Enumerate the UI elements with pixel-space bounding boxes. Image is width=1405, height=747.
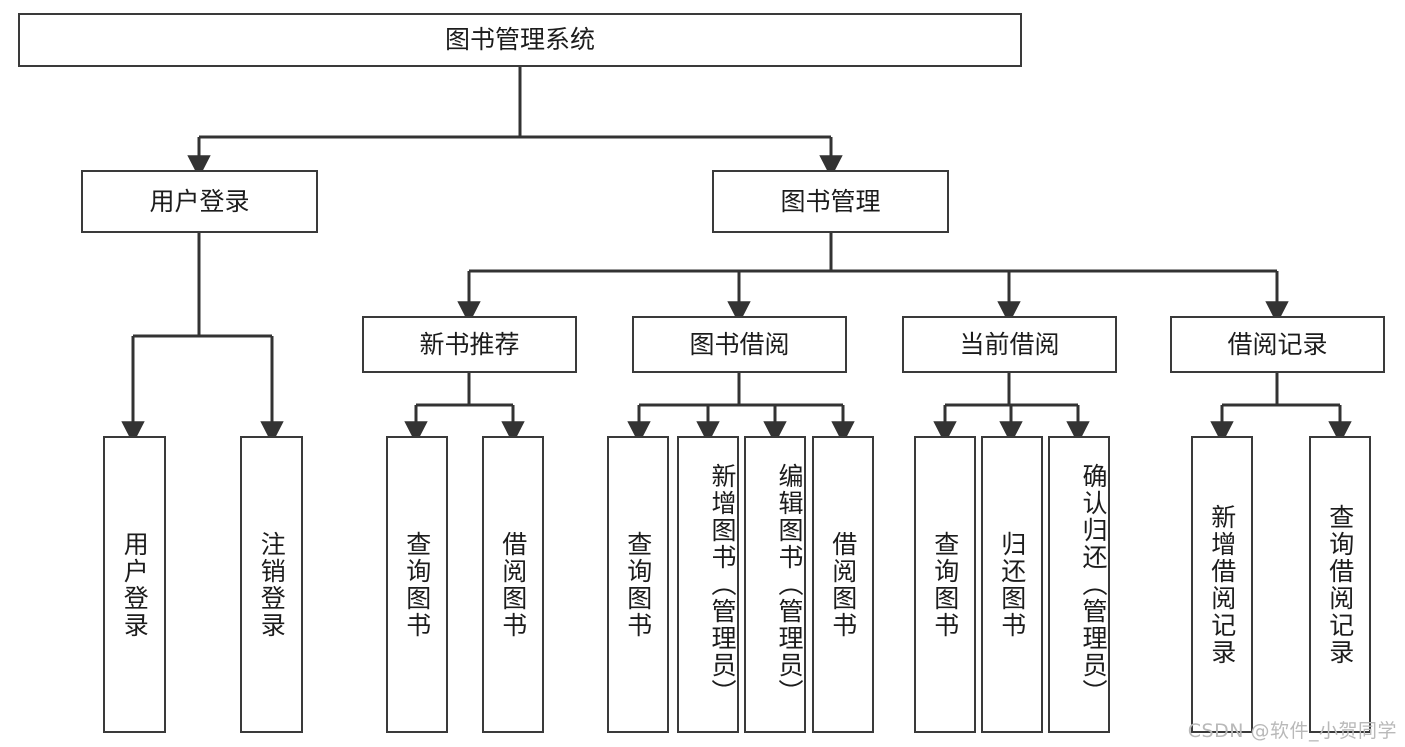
leaf-add-book[interactable]: 新增图书（管理员）: [677, 436, 739, 733]
node-label: 新书推荐: [419, 329, 520, 359]
node-label: 查询借阅记录: [1325, 503, 1355, 666]
node-label: 图书管理: [780, 186, 881, 216]
leaf-confirm-return[interactable]: 确认归还（管理员）: [1048, 436, 1110, 733]
node-label: 编辑图书（管理员）: [775, 463, 804, 706]
leaf-query-book-2[interactable]: 查询图书: [607, 436, 669, 733]
node-label: 归还图书: [997, 530, 1027, 639]
node-label: 新增借阅记录: [1207, 503, 1237, 666]
leaf-borrow-book-1[interactable]: 借阅图书: [482, 436, 544, 733]
leaf-add-record[interactable]: 新增借阅记录: [1191, 436, 1253, 733]
node-label: 查询图书: [402, 530, 432, 639]
node-user-login[interactable]: 用户登录: [81, 170, 318, 233]
node-borrow-record[interactable]: 借阅记录: [1170, 316, 1385, 373]
node-label: 注销登录: [257, 530, 287, 639]
node-label: 查询图书: [930, 530, 960, 639]
node-label: 用户登录: [149, 186, 250, 216]
node-label: 新增图书（管理员）: [708, 463, 737, 706]
node-root-system[interactable]: 图书管理系统: [18, 13, 1022, 67]
node-label: 图书借阅: [689, 329, 790, 359]
node-label: 查询图书: [623, 530, 653, 639]
leaf-user-login[interactable]: 用户登录: [103, 436, 166, 733]
leaf-query-book-1[interactable]: 查询图书: [386, 436, 448, 733]
csdn-watermark: CSDN @软件_小贺同学: [1187, 720, 1397, 742]
leaf-borrow-book-2[interactable]: 借阅图书: [812, 436, 874, 733]
node-label: 用户登录: [120, 530, 150, 639]
node-label: 当前借阅: [959, 329, 1060, 359]
node-label: 确认归还（管理员）: [1079, 463, 1108, 706]
node-label: 图书管理系统: [444, 25, 595, 55]
node-label: 借阅图书: [828, 530, 858, 639]
leaf-return-book[interactable]: 归还图书: [981, 436, 1043, 733]
node-book-management[interactable]: 图书管理: [712, 170, 949, 233]
leaf-edit-book[interactable]: 编辑图书（管理员）: [744, 436, 806, 733]
leaf-query-book-3[interactable]: 查询图书: [914, 436, 976, 733]
node-new-book-recommend[interactable]: 新书推荐: [362, 316, 577, 373]
leaf-query-record[interactable]: 查询借阅记录: [1309, 436, 1371, 733]
node-current-borrow[interactable]: 当前借阅: [902, 316, 1117, 373]
leaf-user-logout[interactable]: 注销登录: [240, 436, 303, 733]
node-label: 借阅图书: [498, 530, 528, 639]
node-book-borrow[interactable]: 图书借阅: [632, 316, 847, 373]
node-label: 借阅记录: [1227, 329, 1328, 359]
